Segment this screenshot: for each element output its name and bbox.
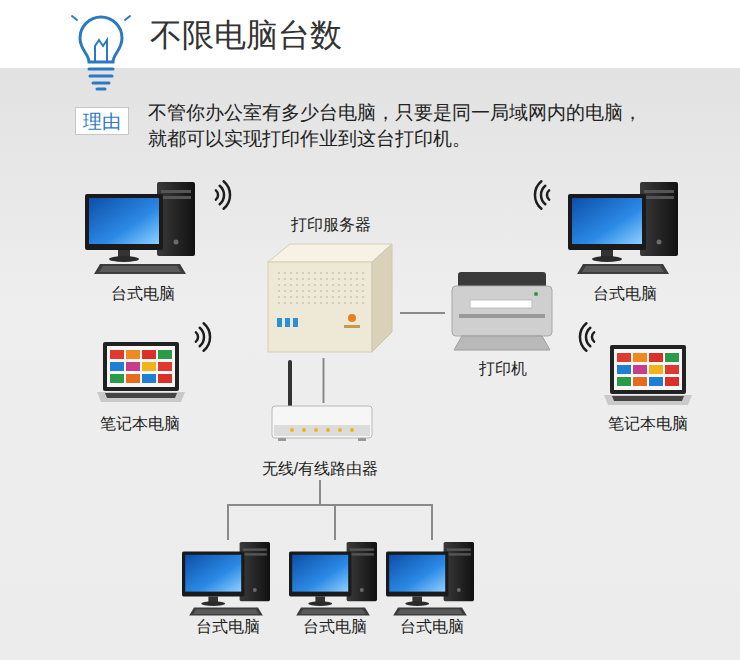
- device-caption: 笔记本电脑: [595, 413, 700, 435]
- device-caption: 无线/有线路由器: [255, 458, 385, 480]
- lightbulb-icon-part: [90, 75, 112, 78]
- printer-icon-part: [534, 292, 538, 296]
- connector-line: [323, 358, 325, 403]
- device-caption: 台式电脑: [560, 283, 690, 305]
- lightbulb-icon-part: [89, 68, 113, 71]
- desktop-icon-part: [289, 542, 377, 616]
- desktop-node: 台式电脑: [80, 178, 205, 305]
- print-server-icon: [268, 244, 392, 352]
- connector-line: [320, 480, 432, 540]
- printer-icon-part: [452, 286, 552, 336]
- router-icon-part: [338, 428, 342, 432]
- router-icon-part: [350, 428, 354, 432]
- device-caption: 台式电脑: [180, 616, 276, 638]
- device-caption: 台式电脑: [80, 283, 205, 305]
- printer-icon-part: [470, 300, 532, 308]
- print-server-icon-part: [277, 318, 282, 327]
- laptop-icon-part: [97, 342, 185, 402]
- device-caption: 台式电脑: [384, 616, 480, 638]
- desktop-node: 台式电脑: [384, 540, 480, 638]
- laptop-icon-part: [604, 345, 692, 405]
- laptop-node: 笔记本电脑: [88, 338, 192, 435]
- lightbulb-icon-part: [72, 16, 77, 20]
- router-node: 无线/有线路由器: [255, 403, 385, 480]
- lightbulb-icon-part: [95, 40, 107, 62]
- desktop-icon-part: [85, 182, 195, 274]
- router-icon-part: [288, 362, 292, 408]
- laptop-node: 笔记本电脑: [595, 342, 700, 435]
- print-server-icon-part: [268, 262, 372, 352]
- wifi-symbol-part: [216, 181, 230, 209]
- router-icon-part: [272, 406, 372, 438]
- lightbulb-icon-part: [125, 16, 130, 20]
- page-title: 不限电脑台数: [150, 14, 342, 58]
- print-server-icon-part: [344, 325, 360, 328]
- printer-icon: [452, 272, 552, 350]
- desktop-icon-part: [386, 542, 474, 616]
- router-icon: [272, 362, 372, 441]
- wifi-symbol-part: [535, 181, 549, 209]
- lightbulb-icon-part: [80, 17, 122, 62]
- router-icon-part: [290, 428, 294, 432]
- lightbulb-icon-part: [93, 82, 109, 85]
- print-server-icon-part: [268, 244, 392, 262]
- connector-line: [320, 480, 335, 540]
- desktop-node: 台式电脑: [287, 540, 383, 638]
- print-server-icon-part: [274, 268, 366, 308]
- connector-line: [400, 312, 445, 314]
- router-icon-part: [314, 428, 318, 432]
- desktop-icon: [85, 182, 678, 616]
- desktop-icon-part: [568, 182, 678, 274]
- print-server-icon-part: [348, 314, 356, 322]
- router-icon-part: [326, 428, 330, 432]
- router-icon-part: [302, 428, 306, 432]
- laptop-icon: [97, 342, 692, 405]
- lightbulb-icon-part: [97, 88, 105, 91]
- desktop-node: 台式电脑: [180, 540, 276, 638]
- printer-node: 打印机: [445, 268, 560, 380]
- device-caption: 打印服务器: [262, 214, 400, 236]
- print-server-icon-part: [285, 318, 290, 327]
- reason-text: 不管你办公室有多少台电脑，只要是同一局域网内的电脑， 就都可以实现打印作业到这台…: [148, 100, 656, 152]
- desktop-node: 台式电脑: [560, 178, 690, 305]
- device-caption: 台式电脑: [287, 616, 383, 638]
- wifi-symbol-part: [580, 323, 594, 351]
- connector-line: [228, 480, 320, 540]
- printer-icon-part: [454, 336, 550, 350]
- device-caption: 笔记本电脑: [88, 413, 192, 435]
- print-server-icon-part: [293, 318, 298, 327]
- print-server-node: 打印服务器: [262, 214, 400, 358]
- device-caption: 打印机: [445, 358, 560, 380]
- wifi-symbol: [196, 181, 594, 351]
- lightbulb-icon: [72, 16, 130, 89]
- desktop-icon-part: [182, 542, 270, 616]
- router-icon-part: [278, 438, 286, 441]
- reason-tag: 理由: [75, 107, 129, 135]
- router-icon-part: [274, 425, 370, 436]
- print-server-icon-part: [372, 244, 392, 352]
- router-icon-part: [358, 438, 366, 441]
- printer-icon-part: [459, 314, 545, 318]
- wifi-symbol-part: [196, 323, 210, 351]
